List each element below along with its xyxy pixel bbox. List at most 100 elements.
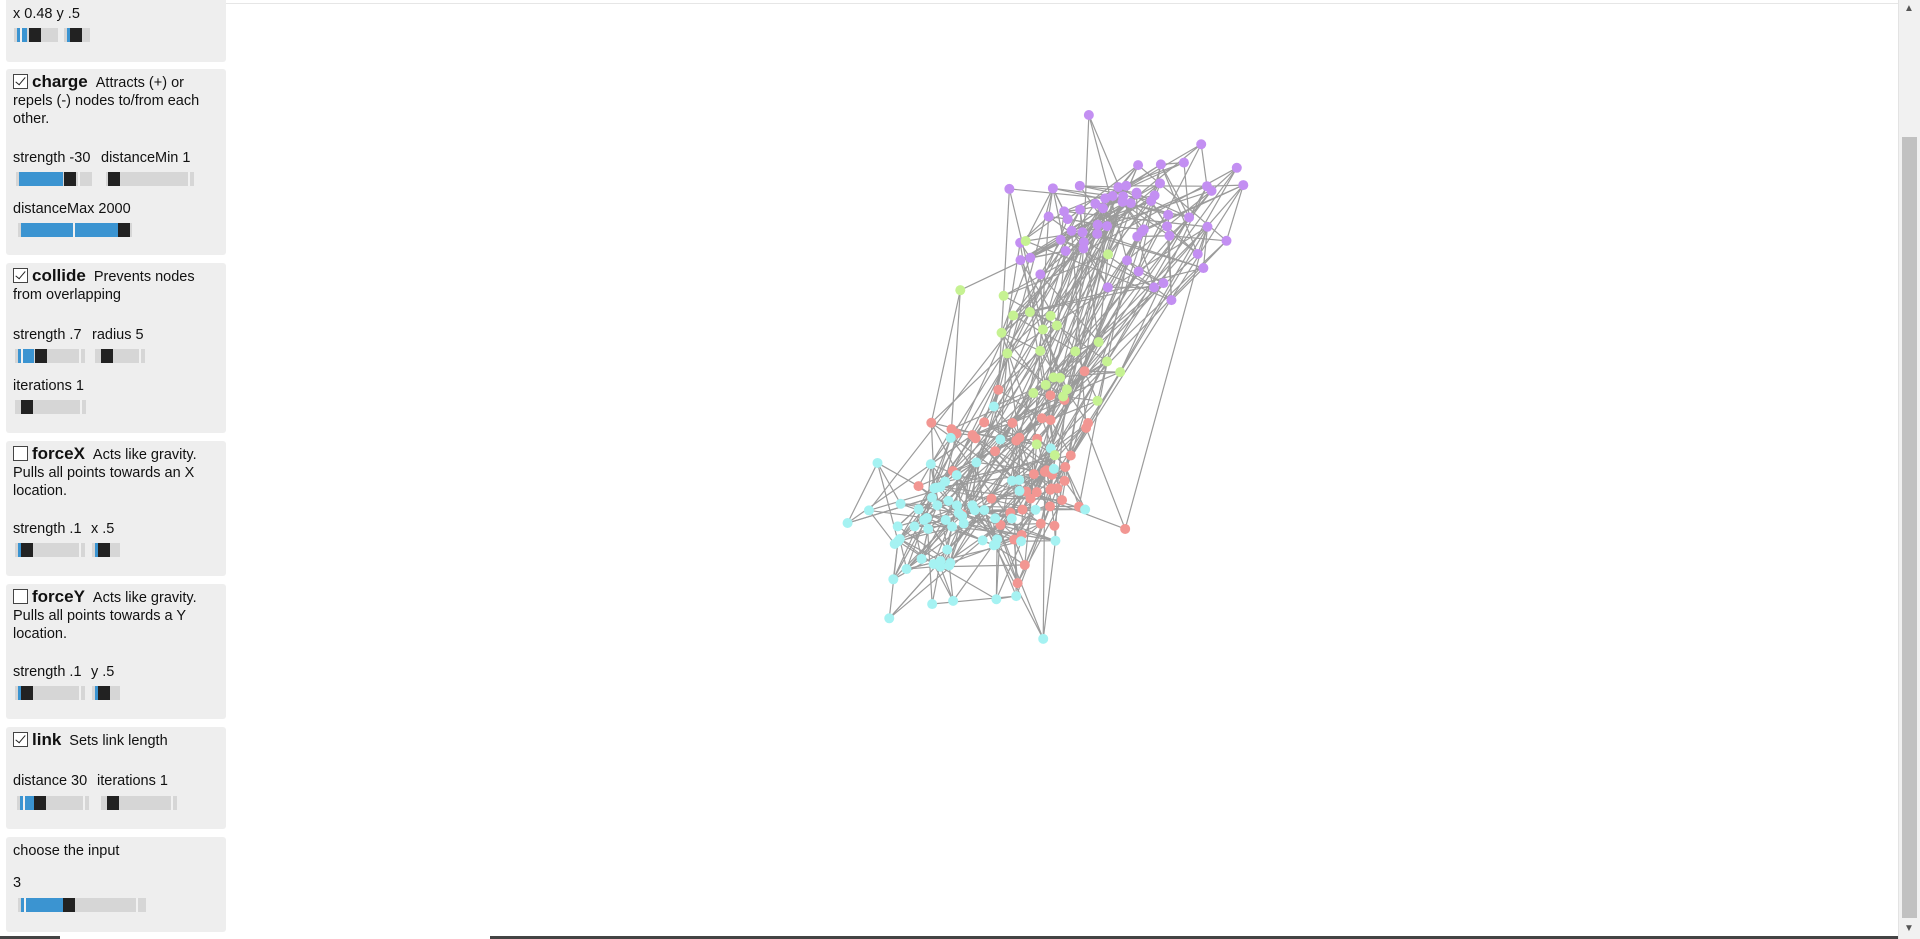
graph-node[interactable] (1015, 255, 1026, 266)
graph-node[interactable] (1040, 379, 1051, 390)
graph-node[interactable] (1017, 504, 1028, 515)
graph-node[interactable] (977, 535, 988, 546)
graph-node[interactable] (998, 290, 1009, 301)
graph-node[interactable] (1092, 228, 1103, 239)
graph-node[interactable] (1120, 523, 1131, 534)
graph-node[interactable] (995, 434, 1006, 445)
graph-node[interactable] (1012, 578, 1023, 589)
slider-thumb[interactable] (98, 686, 110, 700)
graph-node[interactable] (1045, 414, 1056, 425)
graph-node[interactable] (955, 285, 966, 296)
graph-node[interactable] (945, 557, 956, 568)
graph-node[interactable] (1037, 324, 1048, 335)
graph-node[interactable] (1115, 367, 1126, 378)
slider-thumb[interactable] (64, 172, 76, 186)
graph-node[interactable] (1060, 245, 1071, 256)
charge-distancemax-slider[interactable] (18, 223, 132, 237)
center-y-slider[interactable] (64, 28, 90, 42)
graph-node[interactable] (1046, 483, 1057, 494)
graph-node[interactable] (913, 504, 924, 515)
graph-node[interactable] (1031, 487, 1042, 498)
graph-node[interactable] (1092, 219, 1103, 230)
slider-thumb[interactable] (63, 898, 75, 912)
graph-node[interactable] (888, 574, 899, 585)
graph-node[interactable] (1097, 203, 1108, 214)
graph-node[interactable] (1090, 198, 1101, 209)
graph-node[interactable] (1043, 211, 1054, 222)
graph-node[interactable] (1078, 243, 1089, 254)
graph-node[interactable] (1102, 221, 1113, 232)
graph-node[interactable] (1048, 463, 1059, 474)
graph-node[interactable] (925, 459, 936, 470)
graph-node[interactable] (1077, 227, 1088, 238)
graph-node[interactable] (1221, 235, 1232, 246)
slider-thumb[interactable] (34, 796, 46, 810)
slider-thumb[interactable] (35, 349, 47, 363)
graph-node[interactable] (863, 505, 874, 516)
graph-node[interactable] (1083, 418, 1094, 429)
graph-node[interactable] (927, 492, 938, 503)
graph-node[interactable] (1047, 183, 1058, 194)
graph-node[interactable] (1198, 263, 1209, 274)
graph-node[interactable] (1093, 337, 1104, 348)
graph-node[interactable] (1163, 209, 1174, 220)
graph-node[interactable] (1075, 204, 1086, 215)
graph-node[interactable] (895, 498, 906, 509)
force-graph-canvas[interactable] (226, 0, 1898, 936)
graph-node[interactable] (913, 481, 924, 492)
graph-node[interactable] (1061, 384, 1072, 395)
graph-node[interactable] (1049, 450, 1060, 461)
graph-node[interactable] (1050, 535, 1061, 546)
graph-node[interactable] (1019, 559, 1030, 570)
graph-node[interactable] (892, 521, 903, 532)
forcex-x-slider[interactable] (92, 543, 120, 557)
graph-node[interactable] (1158, 278, 1169, 289)
graph-node[interactable] (1238, 180, 1249, 191)
graph-node[interactable] (1059, 206, 1070, 217)
graph-node[interactable] (1074, 180, 1085, 191)
graph-node[interactable] (1149, 282, 1160, 293)
graph-node[interactable] (1045, 390, 1056, 401)
graph-node[interactable] (1035, 518, 1046, 529)
collide-strength-slider[interactable] (15, 349, 85, 363)
graph-node[interactable] (1055, 372, 1066, 383)
vertical-scrollbar[interactable]: ▲ ▼ (1898, 0, 1920, 939)
slider-thumb[interactable] (107, 796, 119, 810)
graph-node[interactable] (894, 533, 905, 544)
graph-node[interactable] (992, 534, 1003, 545)
graph-node[interactable] (1196, 139, 1207, 150)
graph-node[interactable] (1011, 591, 1022, 602)
graph-node[interactable] (971, 457, 982, 468)
graph-node[interactable] (1045, 501, 1056, 512)
graph-node[interactable] (1080, 504, 1091, 515)
graph-node[interactable] (990, 513, 1001, 524)
graph-node[interactable] (1059, 475, 1070, 486)
graph-node[interactable] (1146, 195, 1157, 206)
graph-node[interactable] (951, 500, 962, 511)
forcex-strength-slider[interactable] (15, 543, 85, 557)
graph-node[interactable] (1014, 432, 1025, 443)
slider-thumb[interactable] (21, 400, 33, 414)
slider-thumb[interactable] (98, 543, 110, 557)
graph-node[interactable] (1178, 157, 1189, 168)
graph-node[interactable] (1035, 345, 1046, 356)
graph-node[interactable] (919, 515, 930, 526)
graph-node[interactable] (1008, 310, 1019, 321)
graph-node[interactable] (1007, 475, 1018, 486)
graph-node[interactable] (909, 521, 920, 532)
graph-node[interactable] (1079, 366, 1090, 377)
graph-node[interactable] (1030, 504, 1041, 515)
graph-node[interactable] (1231, 162, 1242, 173)
scroll-up-icon[interactable]: ▲ (1904, 3, 1914, 14)
graph-node[interactable] (1102, 356, 1113, 367)
graph-node[interactable] (1004, 183, 1015, 194)
link-distance-slider[interactable] (17, 796, 89, 810)
collide-checkbox[interactable] (13, 268, 28, 283)
graph-node[interactable] (1166, 295, 1177, 306)
graph-node[interactable] (1192, 248, 1203, 259)
slider-thumb[interactable] (21, 543, 33, 557)
charge-distancemin-slider[interactable] (106, 172, 194, 186)
forcey-strength-slider[interactable] (15, 686, 85, 700)
scroll-down-icon[interactable]: ▼ (1904, 923, 1914, 934)
graph-node[interactable] (1133, 266, 1144, 277)
